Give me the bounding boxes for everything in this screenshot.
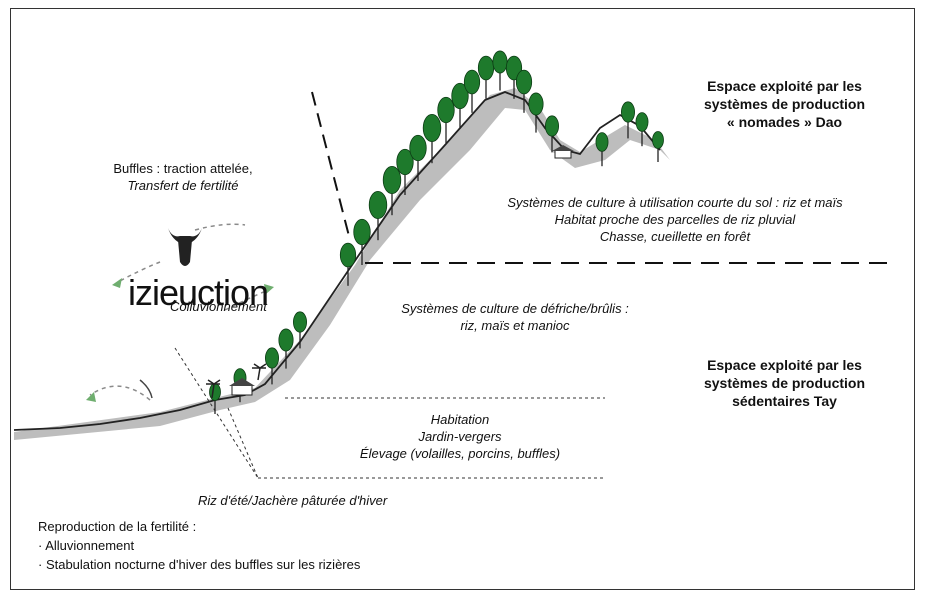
tree-icon: [635, 112, 649, 147]
tree-icon: [451, 82, 469, 129]
vertical-dashed-divider: [311, 91, 351, 241]
tree-icon: [292, 311, 307, 349]
tree-icon: [422, 114, 442, 164]
arrow-heads: [86, 278, 274, 402]
slash-burn-label: Systèmes de culture de défriche/brûlis :…: [401, 301, 629, 333]
tree-icon: [505, 55, 523, 99]
tree-icon: [621, 101, 636, 139]
tree-icon: [409, 134, 427, 181]
tree-icon: [492, 50, 508, 91]
house-icon: [552, 145, 574, 159]
flow-arrows: [89, 223, 269, 401]
buffalo-icon: [168, 228, 202, 266]
tree-icon: [463, 69, 481, 113]
tree-icon: [545, 115, 560, 153]
habitation-label: Habitation Jardin-vergers Élevage (volai…: [359, 412, 561, 461]
rice-label: Riz d'été/Jachère pâturée d'hiver: [198, 493, 388, 508]
house-icon: [229, 378, 255, 396]
tree-icon: [382, 165, 402, 216]
tay-space-label: Espace exploité par les systèmes de prod…: [703, 357, 866, 409]
fertility-label: Reproduction de la fertilité : · Alluvio…: [38, 519, 361, 572]
short-use-label: Systèmes de culture à utilisation courte…: [507, 195, 843, 244]
tree-icon: [278, 328, 294, 369]
buffles-label: Buffles : traction attelée, Transfert de…: [113, 161, 253, 193]
tree-icon: [396, 148, 414, 195]
tree-icon: [339, 242, 357, 286]
dotted-line-diagonal-1: [174, 347, 259, 479]
tree-icon: [437, 96, 455, 143]
tree-icon: [353, 218, 371, 265]
dao-space-label: Espace exploité par les systèmes de prod…: [703, 78, 866, 130]
tree-icon: [515, 69, 533, 113]
tree-icon: [368, 190, 388, 241]
ground-line: [13, 91, 661, 431]
tree-icon: [528, 92, 544, 133]
tree-icon: [652, 131, 664, 162]
tree-icon: [477, 55, 495, 99]
tree-icon: [264, 347, 279, 385]
tree-icon: [595, 132, 609, 167]
colluvionnement-label: Colluvionnement: [170, 299, 267, 314]
palm-icon: [206, 363, 267, 399]
dotted-line-diagonal-2: [227, 407, 259, 479]
watermark-text: izieuction: [128, 272, 269, 313]
